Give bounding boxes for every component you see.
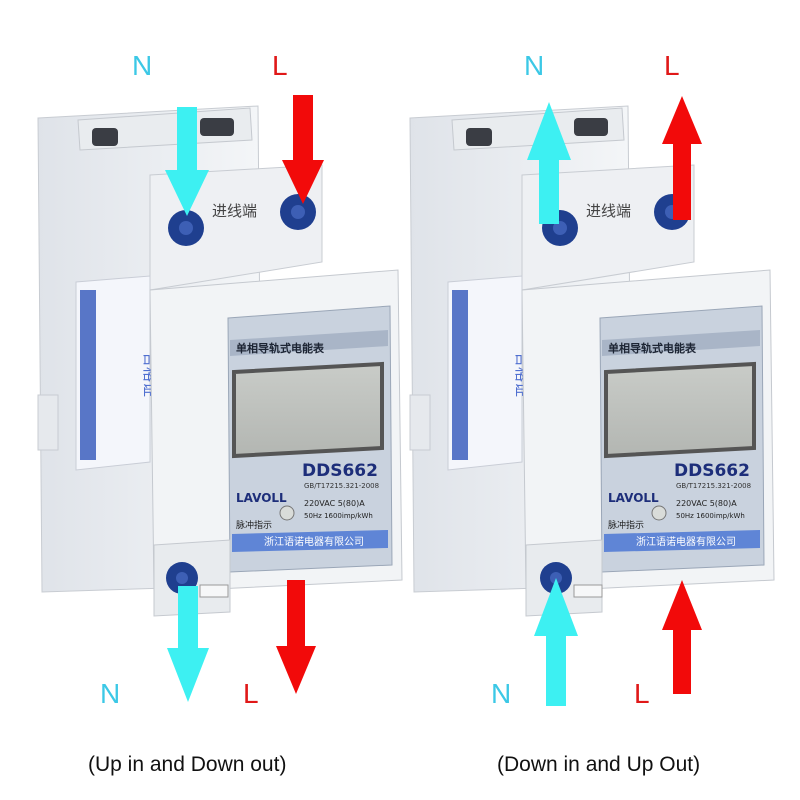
live-out-arrow-icon bbox=[662, 96, 702, 220]
terminal-hole-icon bbox=[92, 128, 118, 146]
side-sticker-stripe bbox=[80, 290, 96, 460]
standard: GB/T17215.321-2008 bbox=[676, 482, 751, 490]
spec: 50Hz 1600imp/kWh bbox=[676, 512, 745, 520]
live-out-arrow-icon bbox=[276, 580, 316, 694]
right-bottom-neutral-label: N bbox=[491, 678, 512, 709]
terminal-hole-icon bbox=[466, 128, 492, 146]
neutral-out-arrow-icon bbox=[167, 586, 209, 702]
brand: LAVOLL bbox=[608, 491, 659, 505]
brand: LAVOLL bbox=[236, 491, 287, 505]
maker: 浙江语诺电器有限公司 bbox=[264, 535, 364, 548]
terminal-hole-icon bbox=[574, 118, 608, 136]
model: DDS662 bbox=[302, 461, 378, 481]
pulse-label: 脉冲指示 bbox=[236, 519, 272, 531]
maker: 浙江语诺电器有限公司 bbox=[636, 535, 736, 548]
right-top-live-label: L bbox=[664, 50, 680, 81]
live-in-arrow-icon bbox=[282, 95, 324, 204]
live-in-arrow-icon bbox=[662, 580, 702, 694]
right-top-neutral-label: N bbox=[524, 50, 545, 81]
lcd-display bbox=[232, 361, 384, 459]
left-caption: (Up in and Down out) bbox=[88, 753, 287, 776]
left-meter: 进线端 合格证 单相导轨式电能表 LAVOLL DDS662 GB/T17215… bbox=[37, 105, 403, 617]
terminal-label: 进线端 bbox=[586, 202, 631, 220]
neutral-in-arrow-icon bbox=[165, 107, 209, 216]
terminal-hole-icon bbox=[200, 118, 234, 136]
left-top-live-label: L bbox=[272, 50, 288, 81]
pulse-led-icon bbox=[279, 505, 295, 521]
neutral-in-arrow-icon bbox=[534, 578, 578, 706]
left-arrows bbox=[165, 95, 324, 702]
left-top-neutral-label: N bbox=[132, 50, 153, 81]
neutral-out-arrow-icon bbox=[527, 102, 571, 224]
spec: 50Hz 1600imp/kWh bbox=[304, 512, 373, 520]
rating: 220VAC 5(80)A bbox=[676, 499, 737, 508]
standard: GB/T17215.321-2008 bbox=[304, 482, 379, 490]
model: DDS662 bbox=[674, 461, 750, 481]
left-bottom-live-label: L bbox=[243, 678, 259, 709]
right-caption: (Down in and Up Out) bbox=[497, 753, 701, 776]
right-arrows bbox=[527, 96, 702, 706]
lcd-display bbox=[604, 361, 756, 459]
pulse-led-icon bbox=[651, 505, 667, 521]
panel-title: 单相导轨式电能表 bbox=[236, 341, 325, 355]
side-sticker-stripe bbox=[452, 290, 468, 460]
terminal-label: 进线端 bbox=[212, 202, 257, 220]
right-bottom-live-label: L bbox=[634, 678, 650, 709]
left-bottom-neutral-label: N bbox=[100, 678, 121, 709]
panel-title: 单相导轨式电能表 bbox=[608, 341, 697, 355]
right-meter: 进线端 合格证 单相导轨式电能表 LAVOLL DDS662 GB/T17215… bbox=[409, 105, 775, 617]
pulse-label: 脉冲指示 bbox=[608, 519, 644, 531]
rating: 220VAC 5(80)A bbox=[304, 499, 365, 508]
